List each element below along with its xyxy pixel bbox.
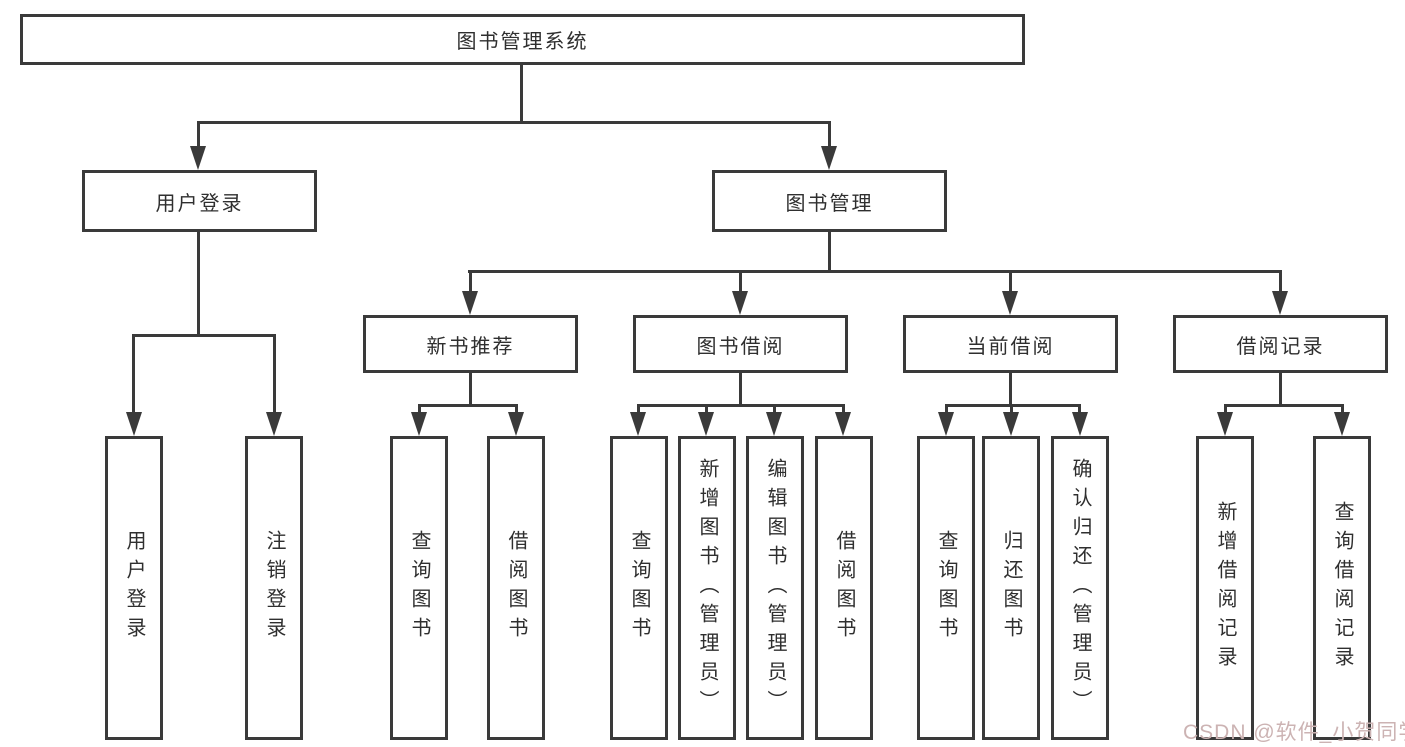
arrow-down-icon [1002, 291, 1018, 315]
connector-line [828, 232, 831, 273]
connector-line [945, 404, 1081, 407]
node-label: 归还图书 [1000, 530, 1022, 646]
connector-line [1279, 373, 1282, 407]
connector-line [637, 404, 640, 416]
connector-line [637, 404, 845, 407]
connector-line [469, 270, 472, 295]
node-leaf-query-book-borrow: 查询图书 [610, 436, 668, 740]
arrow-down-icon [462, 291, 478, 315]
node-leaf-add-borrow-record: 新增借阅记录 [1196, 436, 1254, 740]
connector-line [132, 334, 135, 416]
connector-line [1009, 373, 1012, 407]
connector-line [828, 121, 831, 149]
node-label: 确认归还（管理员） [1069, 457, 1091, 719]
node-leaf-add-book-admin: 新增图书（管理员） [678, 436, 736, 740]
node-label: 用户登录 [155, 192, 244, 215]
connector-line [739, 270, 742, 295]
connector-line [273, 334, 276, 416]
node-label: 借阅图书 [833, 530, 855, 646]
node-label: 查询图书 [628, 530, 650, 646]
connector-line [1224, 404, 1344, 407]
node-label: 用户登录 [123, 530, 145, 646]
node-label: 图书管理系统 [456, 31, 589, 53]
node-leaf-borrow-book-rec: 借阅图书 [487, 436, 545, 740]
node-borrow-record: 借阅记录 [1173, 315, 1388, 373]
connector-line [520, 64, 523, 124]
connector-line [1078, 404, 1081, 416]
arrow-down-icon [766, 412, 782, 436]
node-label: 图书管理 [785, 192, 874, 215]
node-leaf-return-book: 归还图书 [982, 436, 1040, 740]
arrow-down-icon [821, 146, 837, 170]
connector-line [197, 232, 200, 337]
node-current-borrow: 当前借阅 [903, 315, 1118, 373]
arrow-down-icon [938, 412, 954, 436]
connector-line [705, 404, 708, 416]
connector-line [515, 404, 518, 416]
connector-line [842, 404, 845, 416]
node-leaf-edit-book-admin: 编辑图书（管理员） [746, 436, 804, 740]
node-label: 查询图书 [935, 530, 957, 646]
node-leaf-user-login: 用户登录 [105, 436, 163, 740]
arrow-down-icon [630, 412, 646, 436]
connector-line [1010, 404, 1013, 416]
node-label: 查询借阅记录 [1331, 501, 1353, 675]
connector-line [418, 404, 421, 416]
node-new-book-recommend: 新书推荐 [363, 315, 578, 373]
arrow-down-icon [1217, 412, 1233, 436]
node-user-login: 用户登录 [82, 170, 317, 232]
arrow-down-icon [190, 146, 206, 170]
node-label: 图书借阅 [696, 335, 785, 358]
node-label: 注销登录 [263, 530, 285, 646]
connector-line [945, 404, 948, 416]
connector-line [469, 373, 472, 407]
arrow-down-icon [266, 412, 282, 436]
node-label: 当前借阅 [966, 335, 1055, 358]
arrow-down-icon [126, 412, 142, 436]
node-label: 编辑图书（管理员） [764, 457, 786, 719]
connector-line [197, 121, 200, 149]
node-leaf-confirm-return-admin: 确认归还（管理员） [1051, 436, 1109, 740]
connector-line [132, 334, 276, 337]
arrow-down-icon [732, 291, 748, 315]
node-root: 图书管理系统 [20, 14, 1025, 65]
connector-line [1224, 404, 1227, 416]
arrow-down-icon [411, 412, 427, 436]
arrow-down-icon [1272, 291, 1288, 315]
arrow-down-icon [1003, 412, 1019, 436]
node-leaf-query-book-rec: 查询图书 [390, 436, 448, 740]
node-label: 借阅图书 [505, 530, 527, 646]
node-book-borrow: 图书借阅 [633, 315, 848, 373]
node-label: 查询图书 [408, 530, 430, 646]
node-label: 借阅记录 [1236, 335, 1325, 358]
node-leaf-query-borrow-record: 查询借阅记录 [1313, 436, 1371, 740]
connector-line [197, 121, 831, 124]
connector-line [1279, 270, 1282, 295]
connector-line [1009, 270, 1012, 295]
node-label: 新增借阅记录 [1214, 501, 1236, 675]
arrow-down-icon [1334, 412, 1350, 436]
connector-line [418, 404, 518, 407]
arrow-down-icon [1072, 412, 1088, 436]
node-book-management: 图书管理 [712, 170, 947, 232]
arrow-down-icon [835, 412, 851, 436]
connector-line [739, 373, 742, 407]
node-leaf-borrow-book: 借阅图书 [815, 436, 873, 740]
connector-line [1341, 404, 1344, 416]
node-leaf-query-book-current: 查询图书 [917, 436, 975, 740]
node-label: 新增图书（管理员） [696, 457, 718, 719]
arrow-down-icon [508, 412, 524, 436]
node-label: 新书推荐 [426, 335, 515, 358]
arrow-down-icon [698, 412, 714, 436]
csdn-watermark: CSDN @软件_小贺同学 [1183, 721, 1405, 744]
connector-line [468, 270, 1282, 273]
node-leaf-logout: 注销登录 [245, 436, 303, 740]
connector-line [773, 404, 776, 416]
